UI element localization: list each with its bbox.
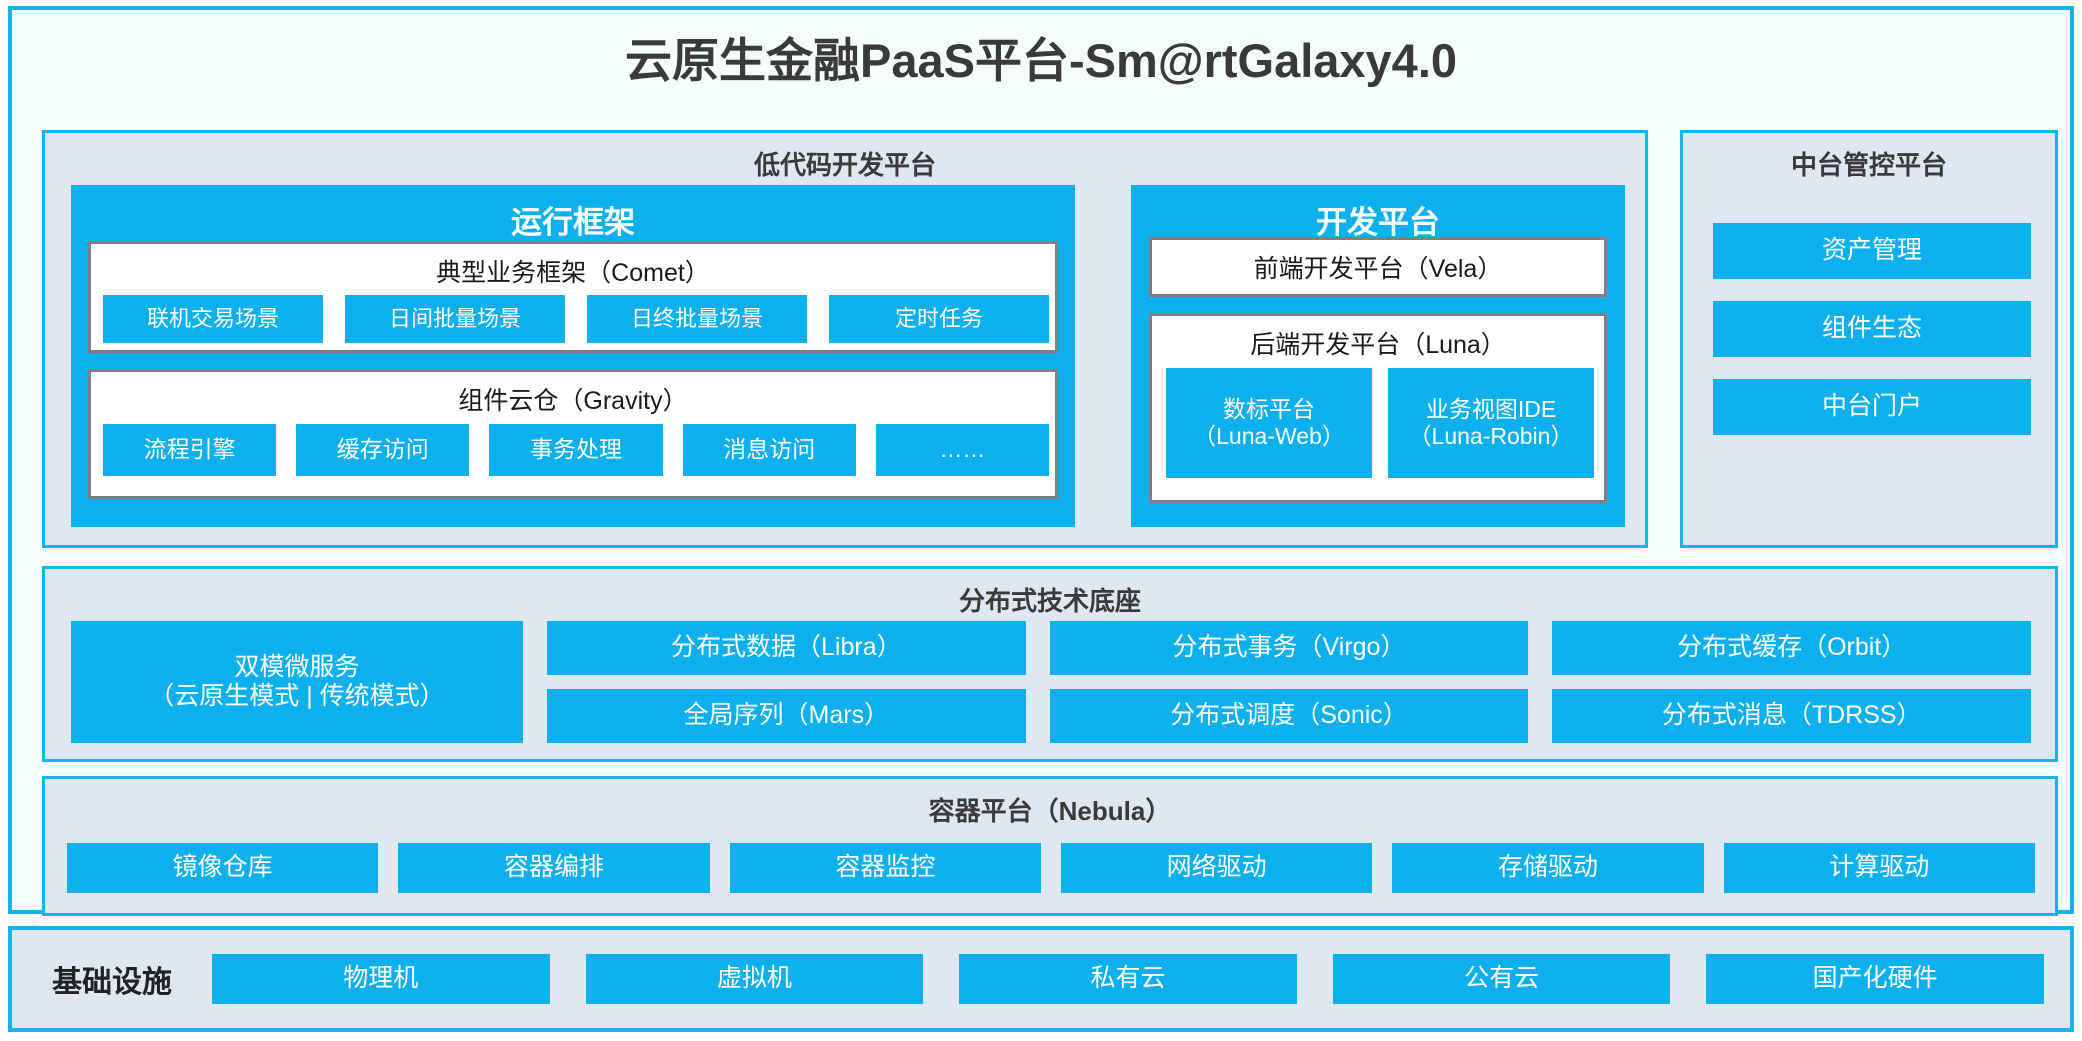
panel-title-runtime-framework: 运行框架: [511, 205, 635, 240]
dualmode-line1: 双模微服务: [234, 652, 360, 681]
distributed-item[interactable]: 分布式数据（Libra）: [547, 621, 1026, 675]
card-frontend-vela[interactable]: 前端开发平台（Vela）: [1149, 237, 1607, 297]
midplatform-item[interactable]: 中台门户: [1713, 379, 2031, 435]
panel-development-platform: 开发平台 前端开发平台（Vela） 后端开发平台（Luna） 数标平台 （Lun…: [1131, 185, 1625, 527]
comet-item[interactable]: 日终批量场景: [587, 295, 807, 343]
comet-item[interactable]: 定时任务: [829, 295, 1049, 343]
card-title-gravity: 组件云仓（Gravity）: [458, 387, 688, 415]
section-title-container-platform: 容器平台（Nebula）: [928, 796, 1172, 826]
midplatform-item[interactable]: 资产管理: [1713, 223, 2031, 279]
gravity-item[interactable]: 事务处理: [489, 424, 663, 476]
panel-title-development-platform: 开发平台: [1316, 205, 1440, 240]
container-item[interactable]: 容器编排: [398, 843, 710, 893]
section-infrastructure: 基础设施 物理机 虚拟机 私有云 公有云 国产化硬件: [8, 926, 2074, 1032]
infrastructure-label: 基础设施: [52, 966, 172, 999]
panel-runtime-framework: 运行框架 典型业务框架（Comet） 联机交易场景 日间批量场景 日终批量场景 …: [71, 185, 1075, 527]
section-container-platform: 容器平台（Nebula） 镜像仓库 容器编排 容器监控 网络驱动 存储驱动 计算…: [42, 776, 2058, 916]
distributed-column-2: 分布式事务（Virgo） 分布式调度（Sonic）: [1049, 621, 1529, 743]
gravity-item-list: 流程引擎 缓存访问 事务处理 消息访问 ……: [103, 424, 1050, 476]
card-gravity: 组件云仓（Gravity） 流程引擎 缓存访问 事务处理 消息访问 ……: [88, 369, 1058, 499]
distributed-item[interactable]: 全局序列（Mars）: [547, 689, 1026, 743]
luna-item-robin-name: 业务视图IDE: [1425, 395, 1557, 422]
gravity-item[interactable]: 流程引擎: [103, 424, 277, 476]
dualmode-microservice-card[interactable]: 双模微服务 （云原生模式 | 传统模式）: [71, 621, 523, 743]
distributed-item[interactable]: 分布式事务（Virgo）: [1049, 621, 1529, 675]
section-title-distributed-base: 分布式技术底座: [958, 586, 1141, 616]
container-item[interactable]: 网络驱动: [1060, 843, 1373, 893]
container-item[interactable]: 计算驱动: [1723, 843, 2035, 893]
container-item[interactable]: 镜像仓库: [67, 843, 379, 893]
card-title-comet: 典型业务框架（Comet）: [436, 259, 710, 287]
card-backend-luna: 后端开发平台（Luna） 数标平台 （Luna-Web） 业务视图IDE （Lu…: [1149, 313, 1607, 503]
section-title-lowcode: 低代码开发平台: [753, 150, 936, 180]
gravity-item-more[interactable]: ……: [875, 424, 1050, 476]
container-item[interactable]: 容器监控: [729, 843, 1041, 893]
luna-item-list: 数标平台 （Luna-Web） 业务视图IDE （Luna-Robin）: [1166, 368, 1594, 478]
section-midplatform: 中台管控平台 资产管理 组件生态 中台门户: [1680, 130, 2058, 548]
distributed-column-1: 分布式数据（Libra） 全局序列（Mars）: [547, 621, 1026, 743]
container-item[interactable]: 存储驱动: [1392, 843, 1704, 893]
page-title: 云原生金融PaaS平台-Sm@rtGalaxy4.0: [624, 34, 1458, 87]
distributed-column-3: 分布式缓存（Orbit） 分布式消息（TDRSS）: [1552, 621, 2032, 743]
gravity-item[interactable]: 缓存访问: [296, 424, 470, 476]
card-title-backend-luna: 后端开发平台（Luna）: [1250, 331, 1506, 359]
infrastructure-item-list: 物理机 虚拟机 私有云 公有云 国产化硬件: [212, 954, 2070, 1004]
section-distributed-base: 分布式技术底座 双模微服务 （云原生模式 | 传统模式） 分布式数据（Libra…: [42, 566, 2058, 762]
comet-item[interactable]: 联机交易场景: [103, 295, 323, 343]
luna-item-robin-code: （Luna-Robin）: [1408, 423, 1574, 449]
container-item-list: 镜像仓库 容器编排 容器监控 网络驱动 存储驱动 计算驱动: [67, 843, 2035, 893]
section-lowcode-platform: 低代码开发平台 运行框架 典型业务框架（Comet） 联机交易场景 日间批量场景…: [42, 130, 1648, 548]
luna-item-web[interactable]: 数标平台 （Luna-Web）: [1166, 368, 1372, 478]
luna-item-web-name: 数标平台: [1223, 395, 1315, 422]
dualmode-line2: （云原生模式 | 传统模式）: [149, 682, 445, 710]
midplatform-item[interactable]: 组件生态: [1713, 301, 2031, 357]
infrastructure-item[interactable]: 公有云: [1332, 954, 1671, 1004]
distributed-base-content: 双模微服务 （云原生模式 | 传统模式） 分布式数据（Libra） 全局序列（M…: [71, 621, 2032, 743]
infrastructure-item[interactable]: 私有云: [959, 954, 1297, 1004]
luna-item-web-code: （Luna-Web）: [1193, 423, 1345, 449]
infrastructure-item[interactable]: 国产化硬件: [1706, 954, 2044, 1004]
comet-item[interactable]: 日间批量场景: [345, 295, 565, 343]
infrastructure-item[interactable]: 虚拟机: [585, 954, 924, 1004]
distributed-item[interactable]: 分布式调度（Sonic）: [1049, 689, 1529, 743]
infrastructure-item[interactable]: 物理机: [212, 954, 550, 1004]
section-title-midplatform: 中台管控平台: [1790, 150, 1947, 180]
gravity-item[interactable]: 消息访问: [682, 424, 856, 476]
luna-item-robin[interactable]: 业务视图IDE （Luna-Robin）: [1388, 368, 1594, 478]
card-comet: 典型业务框架（Comet） 联机交易场景 日间批量场景 日终批量场景 定时任务: [88, 241, 1058, 353]
distributed-item[interactable]: 分布式消息（TDRSS）: [1552, 689, 2032, 743]
platform-frame: 云原生金融PaaS平台-Sm@rtGalaxy4.0 低代码开发平台 运行框架 …: [8, 6, 2074, 916]
distributed-item[interactable]: 分布式缓存（Orbit）: [1552, 621, 2032, 675]
comet-item-list: 联机交易场景 日间批量场景 日终批量场景 定时任务: [103, 295, 1049, 343]
